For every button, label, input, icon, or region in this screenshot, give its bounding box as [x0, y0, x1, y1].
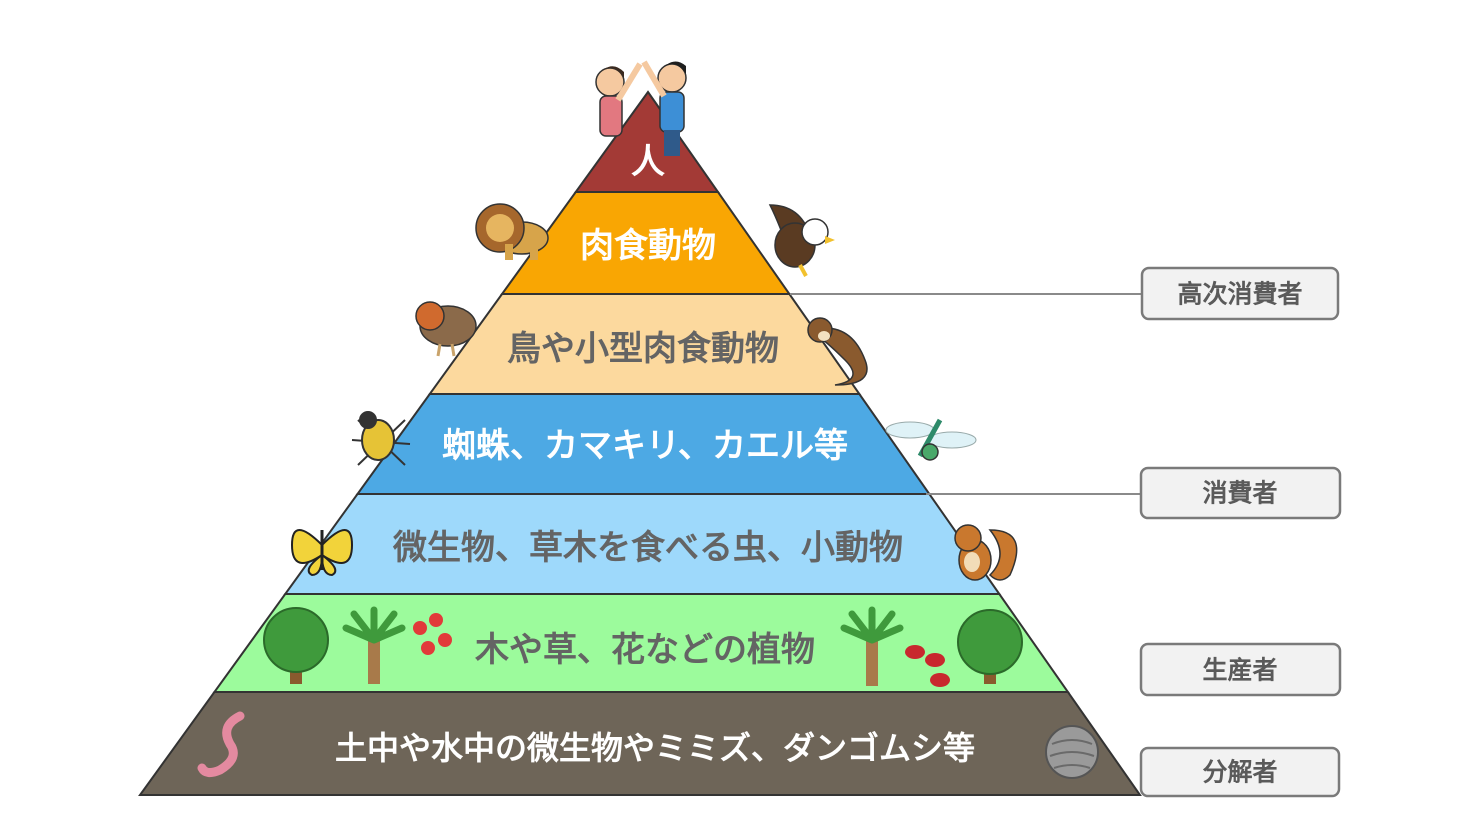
role-box-decomposer: 分解者 [1139, 746, 1341, 798]
connectors [790, 293, 1142, 495]
role-label-consumer: 消費者 [1202, 479, 1277, 508]
tree-right-icon [957, 609, 1023, 684]
palm-tree-right-icon [840, 606, 904, 686]
illustrations [197, 60, 1099, 779]
tier-plants-label: 木や草、花などの植物 [474, 630, 815, 670]
earthworm-icon [197, 711, 245, 778]
tier-decomposers-label: 土中や水中の微生物やミミズ、ダンゴムシ等 [335, 729, 975, 767]
berries-left-icon [413, 613, 452, 655]
palm-tree-left-icon [342, 606, 406, 684]
tier-human-label: 人 [631, 142, 665, 182]
tier-spiders-mantis-frogs-label: 蜘蛛、カマキリ、カエル等 [442, 426, 848, 466]
lion-icon [475, 203, 549, 260]
pyramid: 人 肉食動物 鳥や小型肉食動物 蜘蛛、カマキリ、カエル等 微生物、草木を食べる虫… [138, 90, 1142, 796]
eagle-icon [768, 204, 835, 277]
dragonfly-icon [885, 418, 977, 461]
tier-decomposers-shape [138, 691, 1142, 796]
berries-right-icon [905, 645, 950, 687]
role-box-high-consumer: 高次消費者 [1140, 266, 1340, 321]
children-high-five-icon [595, 60, 687, 156]
tier-microbes-insects-small-animals-label: 微生物、草木を食べる虫、小動物 [392, 528, 903, 568]
role-box-producer: 生産者 [1139, 642, 1342, 697]
tier-carnivores-label: 肉食動物 [580, 226, 716, 266]
role-box-consumer: 消費者 [1139, 466, 1342, 520]
tier-birds-small-carnivores-label: 鳥や小型肉食動物 [507, 329, 779, 369]
role-label-producer: 生産者 [1202, 656, 1277, 685]
role-label-decomposer: 分解者 [1202, 758, 1277, 787]
weasel-icon [807, 317, 868, 386]
tree-left-icon [263, 607, 329, 684]
spider-icon [351, 411, 411, 466]
butterfly-icon [290, 529, 354, 577]
squirrel-icon [954, 524, 1018, 581]
pill-bug-icon [1045, 725, 1099, 779]
small-bird-icon [415, 301, 477, 357]
role-label-high-consumer: 高次消費者 [1177, 280, 1302, 309]
